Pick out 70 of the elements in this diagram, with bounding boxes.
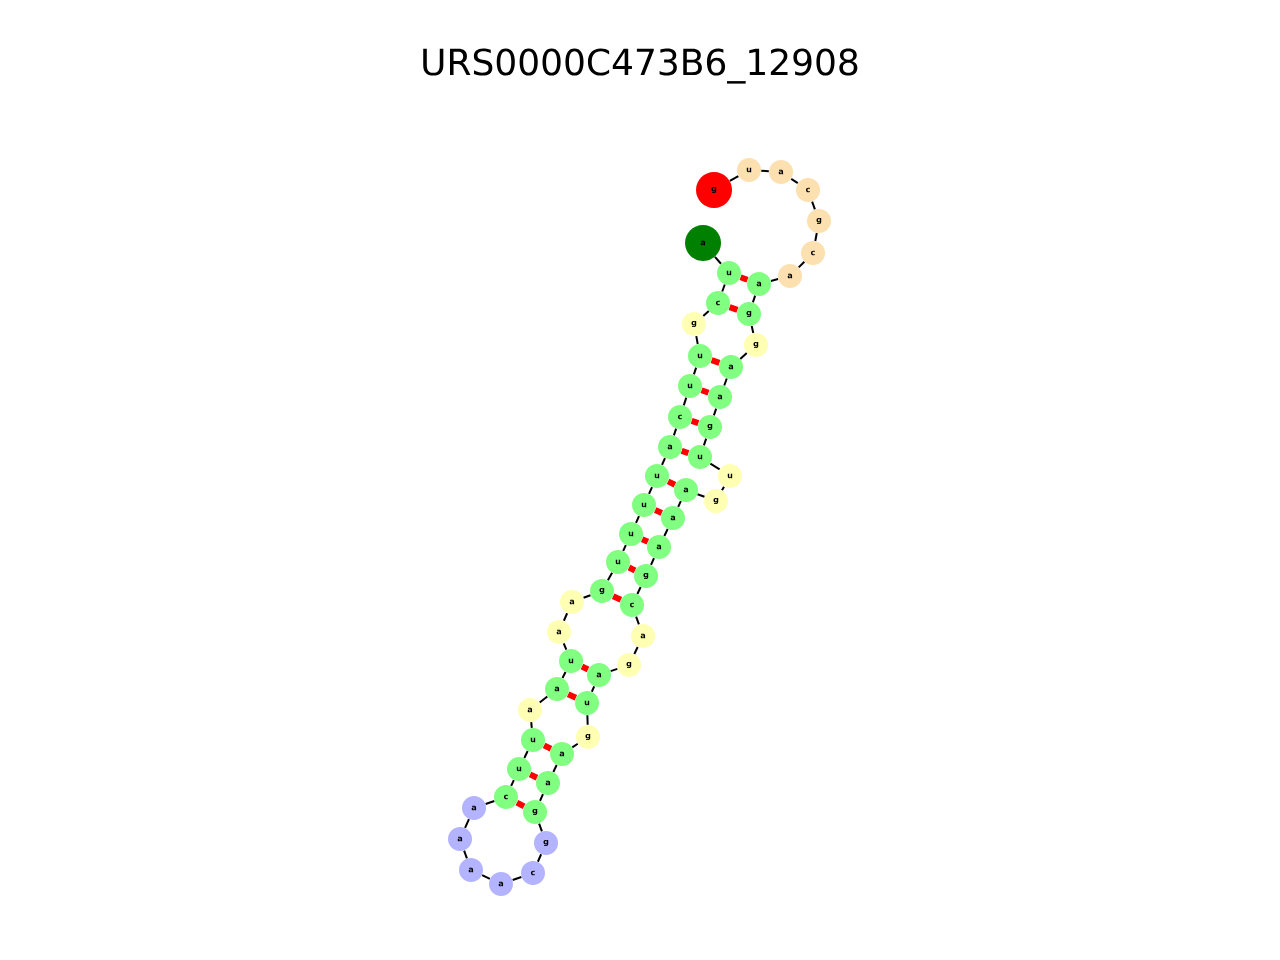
base-pair-bar: [627, 564, 637, 574]
base-pair-bar: [528, 771, 539, 781]
backbone-line: [709, 462, 721, 471]
backbone-line: [464, 818, 470, 829]
backbone-line: [814, 232, 818, 242]
backbone-line: [510, 779, 515, 787]
backbone-line: [751, 294, 757, 304]
backbone-line: [511, 876, 523, 881]
backbone-line: [481, 874, 491, 880]
base-pair-bar: [580, 663, 590, 673]
base-pair-bar: [680, 448, 690, 456]
backbone-line: [484, 800, 496, 805]
backbone-line: [672, 427, 678, 437]
backbone-line: [702, 437, 708, 447]
base-pair-bar: [739, 274, 749, 283]
backbone-line: [702, 310, 710, 317]
backbone-line: [695, 335, 699, 345]
base-pair-bar: [611, 593, 623, 603]
backbone-line: [635, 615, 640, 626]
backbone-line: [552, 764, 558, 773]
backbone-line: [728, 175, 740, 182]
backbone-line: [750, 324, 755, 335]
backbone-line: [721, 283, 726, 293]
backbone-line: [663, 528, 669, 537]
backbone-line: [538, 695, 549, 704]
backbone-line: [721, 485, 725, 492]
backbone-line: [661, 457, 666, 466]
base-pair-bar: [700, 387, 710, 396]
base-pair-bar: [640, 536, 650, 545]
backbone-line: [586, 714, 589, 726]
backbone-line: [790, 177, 799, 185]
base-pair-bar: [710, 357, 721, 366]
backbone-line: [797, 260, 806, 269]
base-pair-bar: [666, 478, 677, 488]
backbone-line: [636, 586, 642, 595]
backbone-line: [648, 486, 653, 495]
backbone-line: [692, 366, 698, 376]
backbone-line: [582, 594, 592, 599]
backbone-line: [633, 646, 639, 655]
base-pair-bar: [690, 418, 700, 426]
backbone-line: [539, 793, 544, 802]
base-pair-bar: [566, 691, 578, 701]
backbone-line: [609, 667, 619, 673]
base-pair-bar: [515, 799, 526, 810]
base-pair-bar: [728, 304, 739, 313]
backbone-line: [571, 742, 579, 749]
base-pair-bar: [654, 507, 664, 516]
backbone-line: [635, 515, 640, 524]
backbone-line: [760, 169, 770, 173]
backbone-line: [696, 493, 706, 498]
backbone-line: [769, 278, 780, 282]
backbone-line: [523, 750, 529, 759]
backbone-line: [463, 849, 468, 860]
backbone-line: [622, 544, 627, 552]
backbone-line: [536, 853, 543, 863]
backbone-line: [811, 200, 816, 211]
backbone-line: [562, 612, 569, 622]
backbone-line: [590, 685, 596, 693]
title: URS0000C473B6_12908: [423, 48, 858, 84]
backbone-line: [677, 500, 682, 508]
backbone-line: [562, 642, 568, 651]
backbone-line: [530, 721, 533, 729]
backbone-line: [538, 822, 543, 833]
backbone-line: [714, 255, 722, 265]
backbone-line: [723, 377, 728, 387]
base-pair-bar: [542, 742, 553, 752]
backbone-line: [650, 557, 655, 566]
backbone-line: [712, 407, 718, 417]
backbone-line: [606, 571, 614, 582]
backbone-line: [682, 396, 688, 407]
